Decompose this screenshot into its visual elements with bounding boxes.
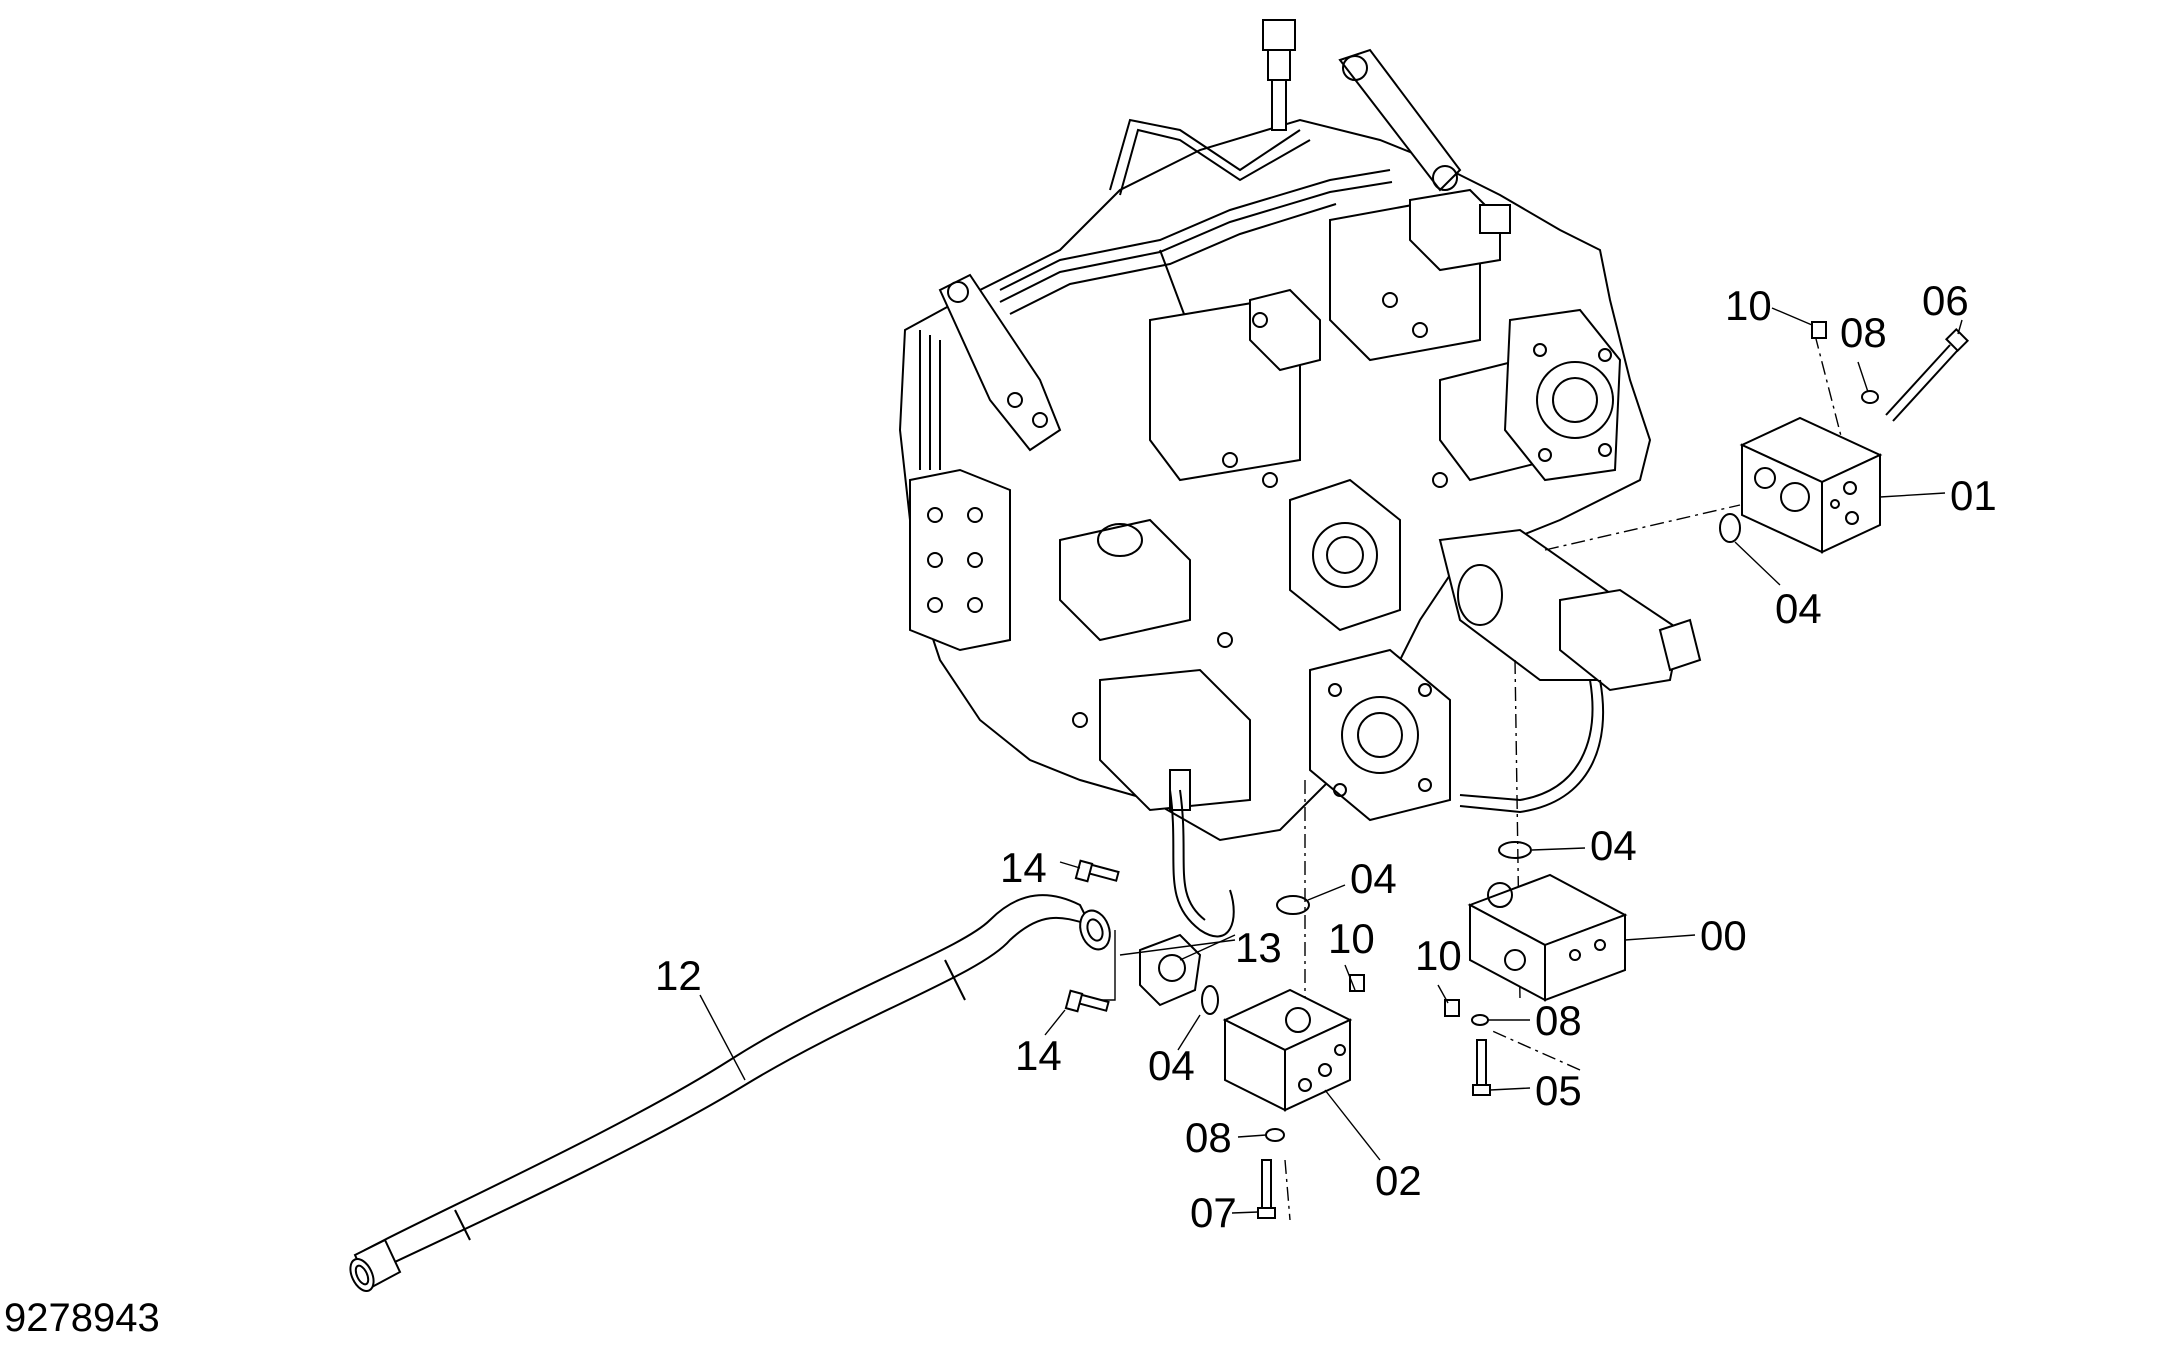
washer-08-lower [1471, 1014, 1489, 1026]
callout-13: 13 [1235, 924, 1282, 971]
callout-08-bottom: 08 [1185, 1114, 1232, 1161]
callout-04-block00: 04 [1590, 822, 1637, 869]
callout-06: 06 [1922, 277, 1969, 324]
callout-14-lower: 14 [1015, 1032, 1062, 1079]
o-ring-04-flange [1201, 985, 1219, 1015]
callout-10-center: 10 [1328, 915, 1375, 962]
callout-08-top: 08 [1840, 309, 1887, 356]
callout-05: 05 [1535, 1067, 1582, 1114]
callout-10-left: 10 [1415, 932, 1462, 979]
block-00 [1467, 873, 1628, 1002]
callout-00: 00 [1700, 912, 1747, 959]
bolt-05 [1472, 1039, 1491, 1096]
bolt-06 [1885, 327, 1970, 422]
o-ring-04-block00 [1498, 841, 1532, 859]
washer-08-bottom [1265, 1128, 1285, 1142]
callout-14-upper: 14 [1000, 844, 1047, 891]
block-01 [1739, 416, 1883, 554]
bolt-07 [1257, 1159, 1276, 1219]
drawing-number: 9278943 [4, 1296, 160, 1340]
block-02 [1222, 988, 1353, 1112]
callout-02: 02 [1375, 1157, 1422, 1204]
callout-10-top: 10 [1725, 282, 1772, 329]
hose-12 [349, 894, 1111, 1292]
leader-lines [699, 307, 1963, 1214]
screw-10-top [1811, 321, 1827, 339]
transmission-assembly [898, 19, 1702, 938]
callout-04-block02: 04 [1350, 855, 1397, 902]
o-ring-04-right [1719, 513, 1741, 543]
callout-12: 12 [655, 952, 702, 999]
washer-08-top [1861, 390, 1879, 404]
screw-10-left [1444, 999, 1460, 1017]
callout-01: 01 [1950, 472, 1997, 519]
callout-08-lower: 08 [1535, 997, 1582, 1044]
callout-07: 07 [1190, 1189, 1237, 1236]
bolt-14-lower [1064, 989, 1110, 1013]
callout-04-flange: 04 [1148, 1042, 1195, 1089]
o-ring-04-block02 [1276, 895, 1310, 915]
bolt-14-upper [1074, 859, 1120, 883]
callout-04-right: 04 [1775, 585, 1822, 632]
flange-13 [1100, 930, 1202, 1007]
